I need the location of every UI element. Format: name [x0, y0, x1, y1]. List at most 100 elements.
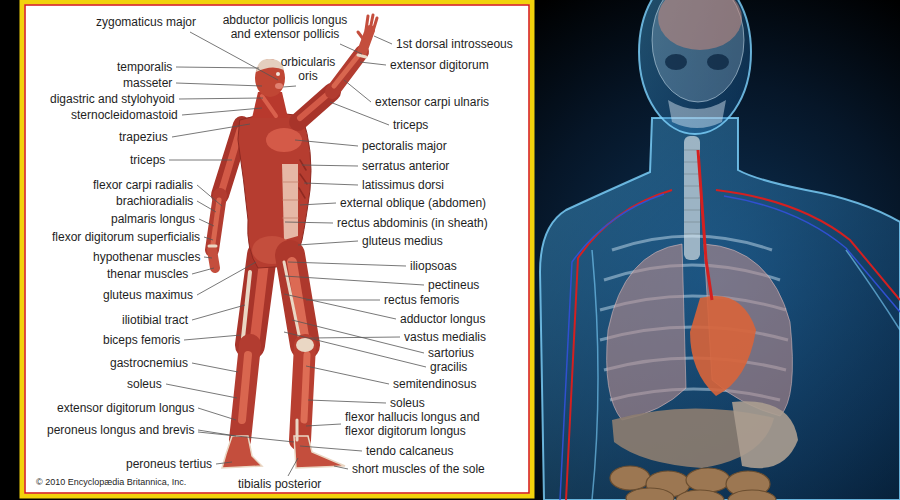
muscle-label: semitendinosus	[393, 377, 476, 391]
serratus-bands	[299, 160, 307, 198]
arm-outline	[592, 250, 598, 500]
sternocleidomastoid-band	[262, 96, 276, 116]
vein	[724, 196, 900, 312]
leader-line	[172, 124, 250, 137]
transparent-human	[540, 0, 900, 500]
muscle-label: gastrocnemius	[110, 356, 188, 370]
leader-line	[192, 268, 214, 274]
muscle-label: brachioradialis	[116, 194, 193, 208]
muscle-label: extensor digitorum	[390, 58, 489, 72]
muscle-label: iliotibial tract	[122, 313, 188, 327]
leader-line	[182, 108, 262, 115]
knee	[296, 338, 314, 352]
muscle-label: latissimus dorsi	[362, 178, 444, 192]
leader-line	[306, 424, 341, 426]
hand	[212, 250, 215, 268]
leader-line	[192, 363, 238, 372]
intestines	[610, 466, 776, 500]
muscle-highlight	[242, 355, 248, 420]
muscle-label: sartorius	[428, 346, 474, 360]
jaw	[668, 100, 726, 128]
muscle-label: extensor carpi ulnaris	[375, 95, 489, 109]
muscle-label: serratus anterior	[362, 159, 449, 173]
body-silhouette	[540, 118, 900, 500]
intestine-loop	[676, 490, 724, 500]
brain	[658, 0, 742, 50]
leader-line	[197, 262, 256, 295]
leader-line	[176, 83, 262, 86]
intestine-loop	[728, 490, 776, 500]
heart	[690, 296, 756, 396]
leader-line	[198, 408, 236, 420]
leader-line	[340, 44, 362, 54]
muscle-label: short muscles of the sole	[352, 462, 485, 476]
leader-line	[344, 80, 371, 102]
leader-line	[199, 219, 214, 226]
leader-line	[184, 335, 241, 340]
leader-line	[295, 140, 358, 146]
muscle-highlight	[213, 200, 219, 244]
muscle-label: pectoralis major	[362, 139, 447, 153]
muscle-label: temporalis	[117, 60, 172, 74]
muscle-label: peroneus longus and brevis	[47, 423, 194, 437]
tendinous-lines	[283, 182, 298, 218]
panel	[22, 2, 532, 496]
leader-line	[198, 432, 294, 442]
tendon	[358, 55, 366, 57]
eye-socket	[707, 54, 729, 70]
leader-line	[216, 462, 232, 464]
muscle-label: gluteus maximus	[103, 288, 193, 302]
foot	[294, 436, 345, 468]
muscle-figure	[209, 15, 377, 468]
eye-socket	[665, 54, 687, 70]
intestine-loop	[610, 466, 650, 490]
mouth	[275, 83, 283, 89]
vein	[560, 194, 664, 500]
leader-line	[288, 262, 406, 266]
leader-line	[302, 165, 358, 166]
leader-line	[288, 458, 298, 476]
leader-line	[176, 67, 259, 68]
artery	[566, 190, 672, 500]
intestine-loop	[686, 468, 730, 492]
forearm	[332, 52, 362, 92]
muscle-label: tendo calcaneus	[366, 444, 453, 458]
leader-line	[285, 222, 333, 223]
tendon	[209, 245, 216, 248]
muscle-label: extensor digitorum longus	[57, 401, 194, 415]
calf	[240, 345, 250, 440]
leader-line	[283, 86, 296, 87]
rectus-sheath	[282, 164, 298, 240]
head	[639, 0, 751, 134]
leader-line	[308, 400, 386, 403]
head	[255, 59, 285, 97]
muscle-highlight	[300, 94, 328, 118]
muscle-label: soleus	[127, 377, 162, 391]
muscle-label: abductor pollicis longus and extensor po…	[218, 13, 352, 41]
muscle-label: rectus femoris	[384, 293, 459, 307]
copyright-note: © 2010 Encyclopædia Britannica, Inc.	[36, 477, 186, 488]
muscle-label: trapezius	[119, 130, 168, 144]
muscle-label: pectineus	[428, 278, 479, 292]
panel-border	[25, 5, 529, 493]
intestine-loop	[626, 488, 674, 500]
muscle-highlight	[304, 355, 307, 420]
muscle-label: adductor longus	[400, 312, 485, 326]
leader-line	[374, 36, 392, 44]
muscle-label: gracilis	[430, 360, 467, 374]
stomach	[732, 401, 798, 468]
muscle-label: gluteus medius	[362, 234, 443, 248]
leader-line	[284, 276, 424, 285]
muscle-label: tibialis posterior	[238, 477, 321, 491]
tendon	[296, 420, 299, 440]
muscle-label: triceps	[130, 153, 165, 167]
muscle-label: vastus medialis	[404, 330, 486, 344]
muscle-label: digastric and stylohyoid	[50, 92, 175, 106]
leader-line	[310, 337, 400, 338]
muscle-label: external oblique (abdomen)	[340, 196, 486, 210]
artery	[716, 190, 900, 300]
leader-line	[197, 201, 216, 212]
leader-line	[179, 98, 263, 99]
muscle-label: hypothenar muscles	[93, 250, 200, 264]
